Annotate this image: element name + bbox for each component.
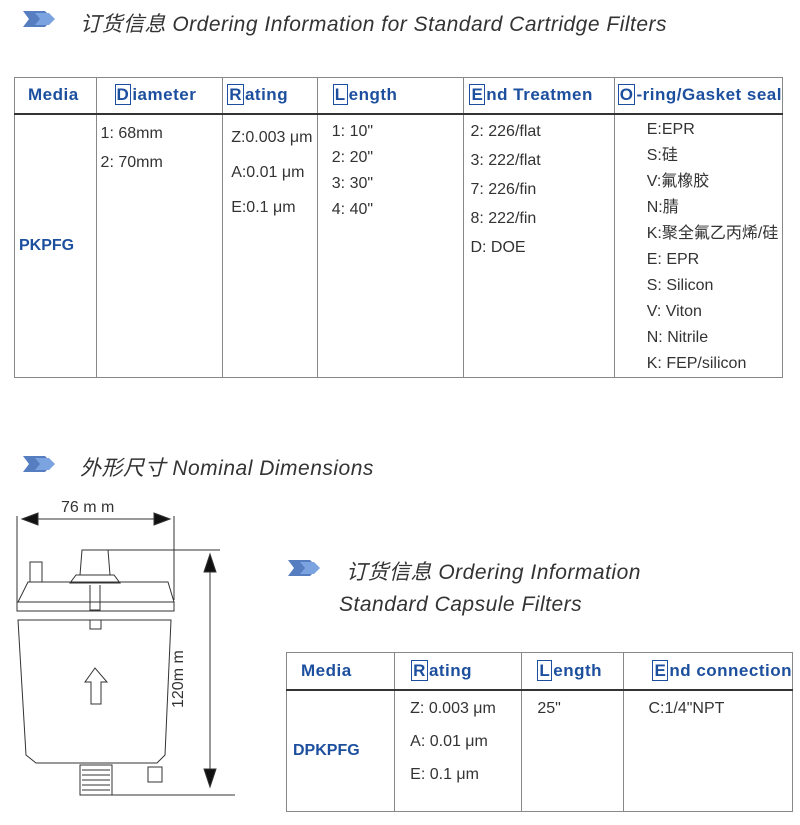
oring-option: S:硅 [646, 146, 678, 164]
media-value: DPKPFG [285, 689, 396, 812]
rating-option: E: 0.1 μm [410, 765, 479, 783]
end-option: D: DOE [470, 238, 526, 256]
oring-option: V: Viton [646, 302, 702, 320]
end-option: 2: 226/flat [470, 122, 541, 140]
section1-title: 订货信息 Ordering Information for Standard C… [80, 13, 668, 36]
section3-title: 订货信息 Ordering Information [346, 561, 641, 584]
section-arrow-icon [288, 560, 320, 576]
oring-option: N:腈 [646, 198, 679, 216]
rating-option: E:0.1 μm [231, 198, 296, 216]
oring-option: K: FEP/silicon [646, 354, 747, 372]
oring-option: K:聚全氟乙丙烯/硅 [646, 224, 779, 242]
end-option: 7: 226/fin [470, 180, 537, 198]
oring-option: S: Silicon [646, 276, 714, 294]
oring-option: N: Nitrile [646, 328, 709, 346]
end-connection-value: C:1/4"NPT [648, 699, 725, 717]
rating-option: Z: 0.003 μm [410, 699, 496, 717]
rating-option: Z:0.003 μm [231, 128, 313, 146]
section2-title: 外形尺寸 Nominal Dimensions [80, 457, 374, 480]
capsule-filter-drawing [16, 512, 235, 796]
section3-subtitle: Standard Capsule Filters [339, 593, 583, 616]
header-media: Media [285, 652, 396, 691]
oring-option: V:氟橡胶 [646, 172, 710, 190]
length-value: 25" [537, 699, 561, 717]
length-option: 3: 30" [331, 174, 374, 192]
end-option: 3: 222/flat [470, 151, 541, 169]
section-arrow-icon [23, 456, 55, 472]
header-oring: O-ring/Gasket seal [613, 77, 784, 115]
oring-option: E: EPR [646, 250, 700, 268]
length-option: 1: 10" [331, 122, 374, 140]
length-option: 2: 20" [331, 148, 374, 166]
section-arrow-icon [23, 11, 55, 27]
header-media: Media [14, 77, 97, 115]
media-value: PKPFG [14, 113, 97, 378]
width-dimension-label: 76 m m [61, 499, 115, 516]
rating-option: A:0.01 μm [231, 163, 305, 181]
rating-option: A: 0.01 μm [410, 732, 488, 750]
height-dimension-label: 120m m [170, 650, 187, 708]
diameter-option: 2: 70mm [100, 153, 163, 171]
diameter-option: 1: 68mm [100, 124, 163, 142]
oring-option: E:EPR [646, 120, 695, 138]
length-option: 4: 40" [331, 200, 374, 218]
end-option: 8: 222/fin [470, 209, 537, 227]
